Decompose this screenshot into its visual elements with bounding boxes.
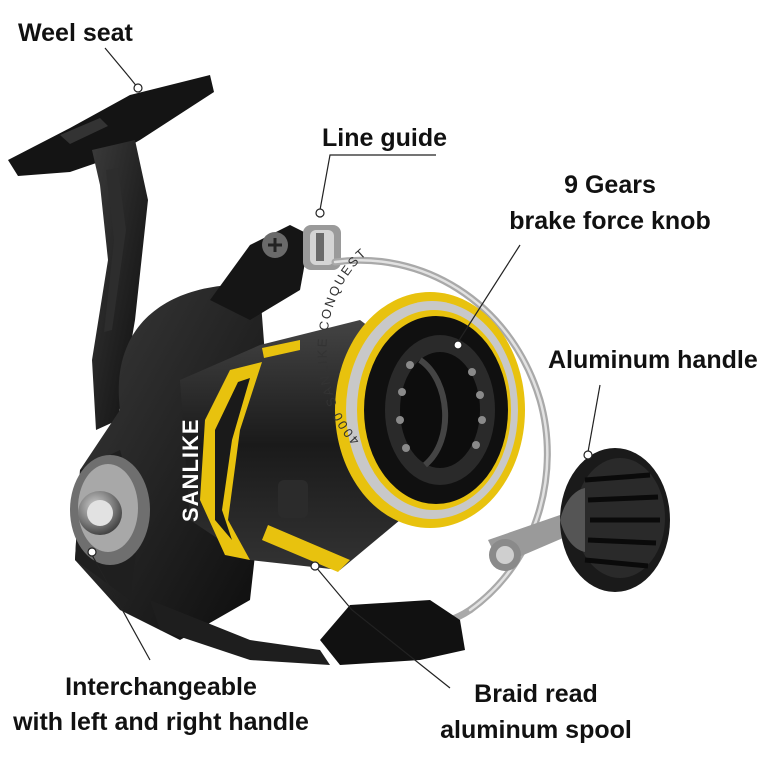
line-guide-roller [303, 225, 341, 270]
reel-seat [8, 75, 214, 176]
label-knob-line1: 9 Gears [564, 171, 656, 199]
reel-stem [92, 140, 148, 430]
rotor-base [150, 600, 465, 665]
label-line-guide: Line guide [322, 124, 447, 152]
handle-arm [488, 515, 570, 571]
aluminum-handle-knob [560, 448, 670, 592]
label-spool-line1: Braid read [474, 680, 598, 708]
brand-logo: SANLIKE [178, 418, 203, 522]
label-spool-line2: aluminum spool [440, 716, 632, 744]
label-knob-line2: brake force knob [509, 207, 711, 235]
spool-front: 4000 SANLIKE CONQUEST [314, 244, 525, 528]
label-interchange-line2: with left and right handle [13, 708, 309, 736]
callout-dots [87, 83, 593, 571]
side-handle-port [70, 455, 150, 565]
label-reel-seat: Weel seat [18, 19, 133, 47]
bail-arm-mount [210, 225, 310, 320]
label-aluminum-handle: Aluminum handle [548, 346, 758, 374]
label-interchange-line1: Interchangeable [65, 673, 257, 701]
